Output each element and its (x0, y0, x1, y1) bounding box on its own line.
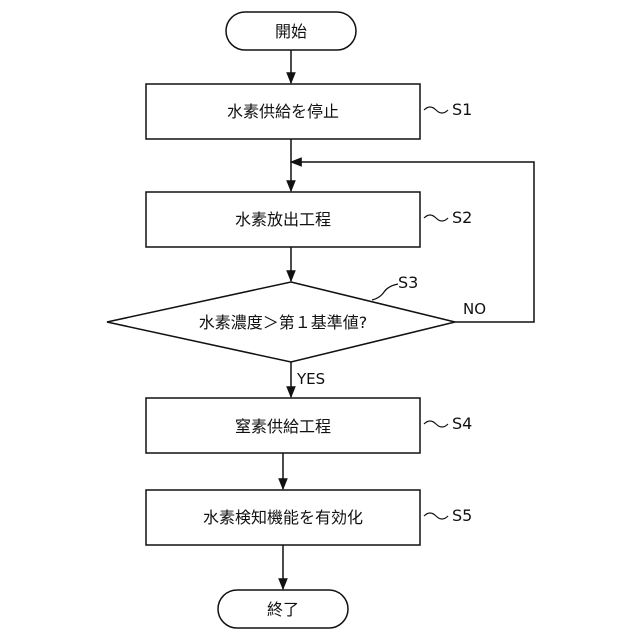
process-s2-label: 水素放出工程 (235, 210, 331, 229)
process-s2: 水素放出工程 S2 (146, 192, 472, 247)
yes-label: YES (296, 370, 325, 388)
s5-leader (424, 513, 448, 519)
s1-step-id: S1 (452, 100, 472, 119)
s4-step-id: S4 (452, 414, 472, 433)
process-s4-label: 窒素供給工程 (235, 417, 331, 436)
process-s1-label: 水素供給を停止 (227, 102, 339, 121)
process-s4: 窒素供給工程 S4 (146, 398, 472, 453)
decision-s3: 水素濃度＞第１基準値? S3 (107, 273, 455, 362)
process-s5-label: 水素検知機能を有効化 (203, 508, 363, 527)
process-s5: 水素検知機能を有効化 S5 (146, 490, 472, 545)
s4-leader (424, 421, 448, 427)
s1-leader (424, 107, 448, 113)
s3-leader (372, 284, 398, 300)
process-s1: 水素供給を停止 S1 (146, 84, 472, 139)
decision-s3-label: 水素濃度＞第１基準値? (199, 313, 368, 332)
s3-step-id: S3 (398, 273, 418, 292)
end-terminator: 終了 (218, 590, 348, 628)
end-label: 終了 (267, 600, 299, 619)
s5-step-id: S5 (452, 506, 472, 525)
start-terminator: 開始 (226, 12, 356, 50)
start-label: 開始 (275, 22, 307, 41)
no-label: NO (463, 300, 486, 318)
s2-leader (424, 215, 448, 221)
s2-step-id: S2 (452, 208, 472, 227)
